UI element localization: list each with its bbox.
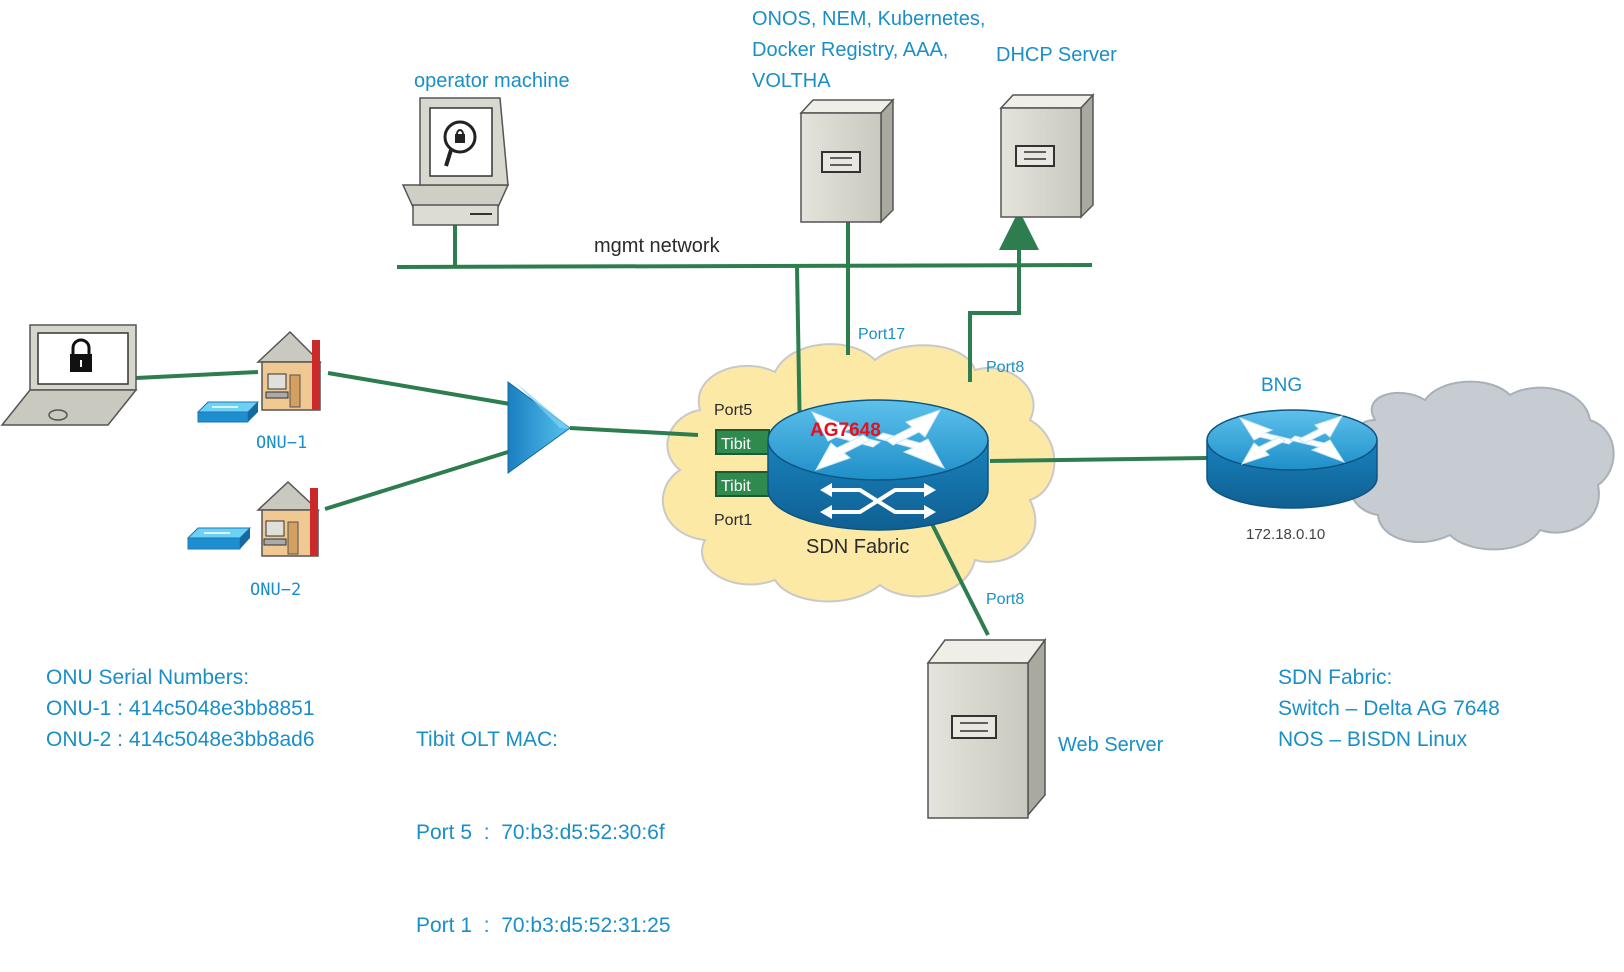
link-fabric-bng [989,456,1208,463]
port8-bottom-label: Port8 [986,591,1025,608]
link-mgmt-fabric [795,266,802,441]
sdn-fabric-label: SDN Fabric [806,534,909,560]
mgmt-network-line [396,263,1093,269]
onu-serial-line-2: ONU-2 : 414c5048e3bb8ad6 [46,728,315,751]
laptop-icon [0,324,138,426]
onu-serial-line-1: ONU-1 : 414c5048e3bb8851 [46,697,315,720]
port5-label: Port5 [714,402,753,419]
sdn-fabric-block: SDN Fabric: Switch – Delta AG 7648 NOS –… [1278,662,1500,755]
tibit-port5-box [715,429,770,455]
sdn-fabric-label-prefix: SDN [806,536,854,558]
internet-cloud [1347,380,1615,551]
port8-top-label: Port8 [986,359,1025,376]
web-server-icon [926,637,1047,819]
link-fabric-dhcp [968,210,1039,382]
mgmt-network-label: mgmt network [594,235,720,257]
sdn-fabric-label-suffix: Fabric [853,536,910,558]
operator-machine-icon [401,97,510,226]
tibit-mac-title: Tibit OLT MAC: [416,728,558,751]
tibit-mac-line-1: Port 5 : 70:b3:d5:52:30:6f [416,821,665,844]
onos-server-label-line3: VOLTHA [752,70,831,92]
links [135,210,1208,636]
onu2-device-icon [186,527,252,550]
sdn-switch-icon [767,399,989,531]
onu-serials-title: ONU Serial Numbers: [46,666,250,689]
onu2-house-icon [256,480,320,557]
bng-label: BNG [1261,375,1303,396]
bng-router-icon [1206,409,1378,509]
tibit-mac-block: Tibit OLT MAC: Port 5 : 70:b3:d5:52:30:6… [416,662,671,972]
bng-ip-label: 172.18.0.10 [1246,526,1326,543]
onos-server-icon [799,98,895,224]
sdn-fabric-block-title: SDN Fabric: [1278,666,1393,689]
tibit-top-label: Tibit [721,436,751,453]
onos-server-label-line2: Docker Registry, AAA, [752,39,949,61]
onos-server-label-line1: ONOS, NEM, Kubernetes, [752,8,986,30]
onu-serials-block: ONU Serial Numbers: ONU-1 : 414c5048e3bb… [46,662,315,755]
optical-splitter-icon [507,381,571,474]
port17-label: Port17 [858,326,906,343]
onu1-label: ONU−1 [256,433,308,453]
tibit-mac-line-2: Port 1 : 70:b3:d5:52:31:25 [416,914,671,937]
switch-name-label: AG7648 [810,420,881,441]
tibit-bottom-label: Tibit [721,478,751,495]
web-server-label: Web Server [1058,734,1164,756]
link-fabric-web [928,519,990,636]
onu2-label: ONU−2 [250,580,302,600]
dhcp-server-icon [999,93,1095,219]
link-splitter-olt [569,426,699,437]
link-laptop-onu1 [135,370,259,380]
onu1-device-icon [196,401,260,423]
sdn-fabric-switch-line: Switch – Delta AG 7648 [1278,697,1500,720]
port1-label: Port1 [714,512,753,529]
operator-machine-label: operator machine [414,70,570,92]
dhcp-server-label: DHCP Server [996,44,1117,66]
link-onu2-splitter [324,450,509,511]
sdn-fabric-nos-line: NOS – BISDN Linux [1278,728,1468,751]
link-onu1-splitter [327,371,511,406]
onos-server-label: ONOS, NEM, Kubernetes, Docker Registry, … [752,4,985,97]
onu1-house-icon [256,330,322,411]
network-diagram [0,93,1615,819]
